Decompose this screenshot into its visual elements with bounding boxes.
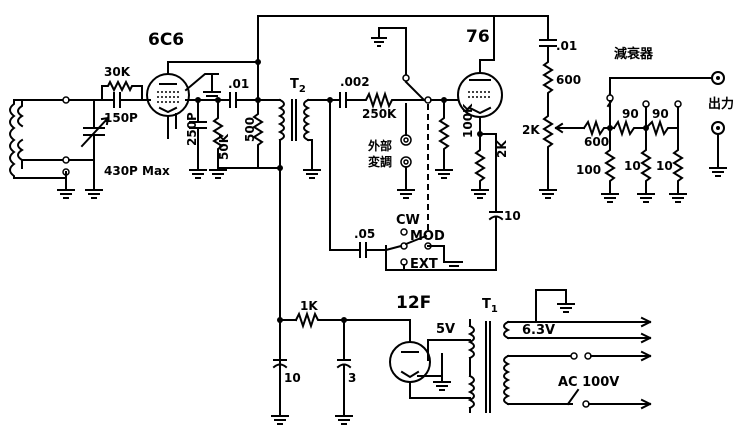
ground-symbol [57,189,75,199]
label-attenuator: 減衰器 [614,46,654,62]
resistor-2k-cathode [474,133,486,189]
resistor-100 [604,127,616,193]
label-600-b: 600 [584,135,609,149]
label-01-a: .01 [228,77,249,91]
label-100: 100 [576,163,601,177]
switch-contact-top[interactable] [402,74,410,82]
label-output: 出力 [708,96,734,112]
label-01-b: .01 [556,39,577,53]
power-switch[interactable] [566,388,580,406]
label-3: 3 [348,371,356,385]
label-ext-mod-2: 変調 [368,154,392,169]
tube-label-12f: 12F [396,293,431,313]
label-mod: MOD [410,229,445,244]
label-1k: 1K [300,299,318,313]
label-50k: 50K [217,133,231,160]
transformer-t1 [467,320,511,413]
switch-cw[interactable] [400,228,408,236]
output-terminal-top[interactable] [711,71,725,85]
ac-terminal-1[interactable] [570,352,578,360]
resistor-50k [212,99,224,169]
label-t1: T1 [482,297,498,315]
label-2k-cathode: 2K [495,140,509,158]
label-002: .002 [340,75,370,89]
label-ac-100v: AC 100V [558,375,619,390]
label-63v: 6.3V [522,323,555,338]
tube-12f [389,319,431,399]
label-ext-mod-1: 外部 [368,138,392,153]
input-coil [9,99,65,179]
label-30k: 30K [104,65,131,79]
label-90-a: 90 [622,107,639,121]
label-10-b: 10 [284,371,301,385]
resistor-600-b [582,118,615,138]
resistor-10-b [672,127,684,193]
label-10-a: 10 [504,209,521,223]
resistor-30k [101,79,143,101]
label-250k: 250K [362,107,397,121]
label-ext: EXT [410,257,438,272]
resistor-500 [252,99,264,169]
resistor-1k [294,310,411,330]
resistor-90-b [644,118,679,138]
label-5v: 5V [436,322,455,337]
label-10-att-b: 10 [656,159,673,173]
label-05: .05 [354,227,375,241]
resistor-250k [345,90,425,110]
label-100k: 100K [461,103,475,138]
resistor-90-a [612,118,647,138]
resistor-100k [438,99,450,169]
label-600-a: 600 [556,73,581,87]
label-10-att-a: 10 [624,159,641,173]
resistor-10-a [640,127,652,193]
label-t2: T2 [290,77,306,95]
label-430p: 430P Max [104,164,170,178]
label-cw: CW [396,213,420,228]
label-150p: 150P [104,111,138,125]
potentiometer-2k[interactable] [542,109,554,189]
tube-label-6c6: 6C6 [148,30,184,50]
tube-76 [457,15,503,135]
label-2k-att: 2K [522,123,540,137]
tube-label-76: 76 [466,27,490,47]
transformer-t2 [277,98,311,142]
label-250p: 250P [185,112,199,146]
label-500: 500 [243,117,257,142]
tube-6c6 [146,61,219,139]
resistor-600-a [542,45,554,111]
label-90-b: 90 [652,107,669,121]
